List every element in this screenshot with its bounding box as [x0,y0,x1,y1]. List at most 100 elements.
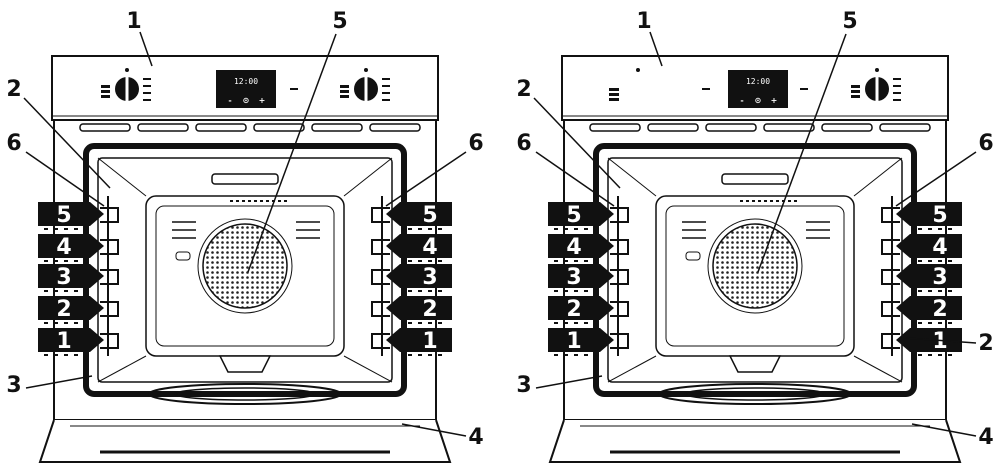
level-dash [918,228,922,230]
level-dash [408,354,412,356]
function-symbol [875,68,879,72]
display-button: + [259,96,266,105]
bottom-element [148,383,342,405]
level-tag-left [548,328,614,352]
vent-slot [369,123,421,132]
level-dash [54,260,58,262]
function-symbol [340,95,349,98]
level-tag-left [38,234,104,258]
level-dash [574,290,578,292]
level-dash [408,228,412,230]
level-label-left: 3 [56,265,71,290]
callout-leader [385,151,467,207]
vent-slot [589,123,641,132]
function-symbol [101,85,110,88]
rear-wall-inner [665,205,845,347]
display [216,70,276,108]
function-symbol [851,85,860,88]
level-label-right: 1 [932,329,947,354]
perspective-line [853,355,903,383]
level-dash [574,322,578,324]
callout-leader [533,97,621,189]
function-symbol [382,99,390,101]
vent-slot [79,123,131,132]
vent-slot [647,123,699,132]
function-symbol [340,90,349,93]
top-vent-dot [794,200,797,202]
function-symbol [893,85,901,87]
level-dash [938,322,942,324]
level-dash [948,260,952,262]
function-symbol [143,85,151,87]
callout-number: 6 [978,131,993,156]
callout-number: 6 [468,131,483,156]
level-dash [554,290,558,292]
callout-number: 1 [636,9,651,34]
top-vent-dot [776,200,779,202]
level-dash [928,322,932,324]
top-vent-dot [740,200,743,202]
level-dash [74,228,78,230]
level-dash [564,260,568,262]
level-dash [44,228,48,230]
function-symbol [893,99,901,101]
level-dash [938,260,942,262]
level-dash [918,290,922,292]
top-vent-dot [770,200,773,202]
level-tag-left [548,296,614,320]
level-dash [74,260,78,262]
level-dash [64,260,68,262]
function-symbol [851,90,860,93]
callout-number: 3 [516,373,531,398]
perspective-line [97,157,147,197]
level-dash [408,260,412,262]
top-vent-dot [788,200,791,202]
level-label-left: 4 [56,235,71,260]
level-dash [948,322,952,324]
level-dash [554,322,558,324]
level-dash [74,290,78,292]
perspective-line [97,355,147,383]
level-dash [64,228,68,230]
level-label-left: 3 [566,265,581,290]
callout-number: 5 [332,9,347,34]
level-label-right: 2 [422,297,437,322]
level-dash [574,228,578,230]
level-label-right: 2 [932,297,947,322]
display-button: ⊙ [755,96,762,105]
level-dash [928,290,932,292]
level-label-left: 1 [566,329,581,354]
callout-number: 6 [516,131,531,156]
vent-slot [253,123,305,132]
level-dash [418,290,422,292]
level-dash [44,290,48,292]
callout-number: 4 [468,425,483,450]
vent-slot [879,123,931,132]
level-dash [408,290,412,292]
top-vent-dot [236,200,239,202]
level-dash [428,228,432,230]
callout-number: 6 [6,131,21,156]
level-label-right: 4 [932,235,947,260]
level-dash [564,290,568,292]
callout-leader [895,151,977,207]
callout-leader [911,423,977,437]
level-label-right: 4 [422,235,437,260]
level-label-right: 1 [422,329,437,354]
function-symbol [364,68,368,72]
function-symbol [382,78,390,80]
level-dash [918,354,922,356]
function-symbol [101,90,110,93]
top-vent-dot [278,200,281,202]
level-dash [584,290,588,292]
function-symbol [609,93,619,96]
level-dash [574,354,578,356]
callout-leader [23,97,111,189]
top-vent-dot [746,200,749,202]
level-label-left: 4 [566,235,581,260]
level-dash [928,260,932,262]
fan-cover-rim [707,218,803,314]
level-label-right: 5 [932,203,947,228]
level-dash [54,354,58,356]
